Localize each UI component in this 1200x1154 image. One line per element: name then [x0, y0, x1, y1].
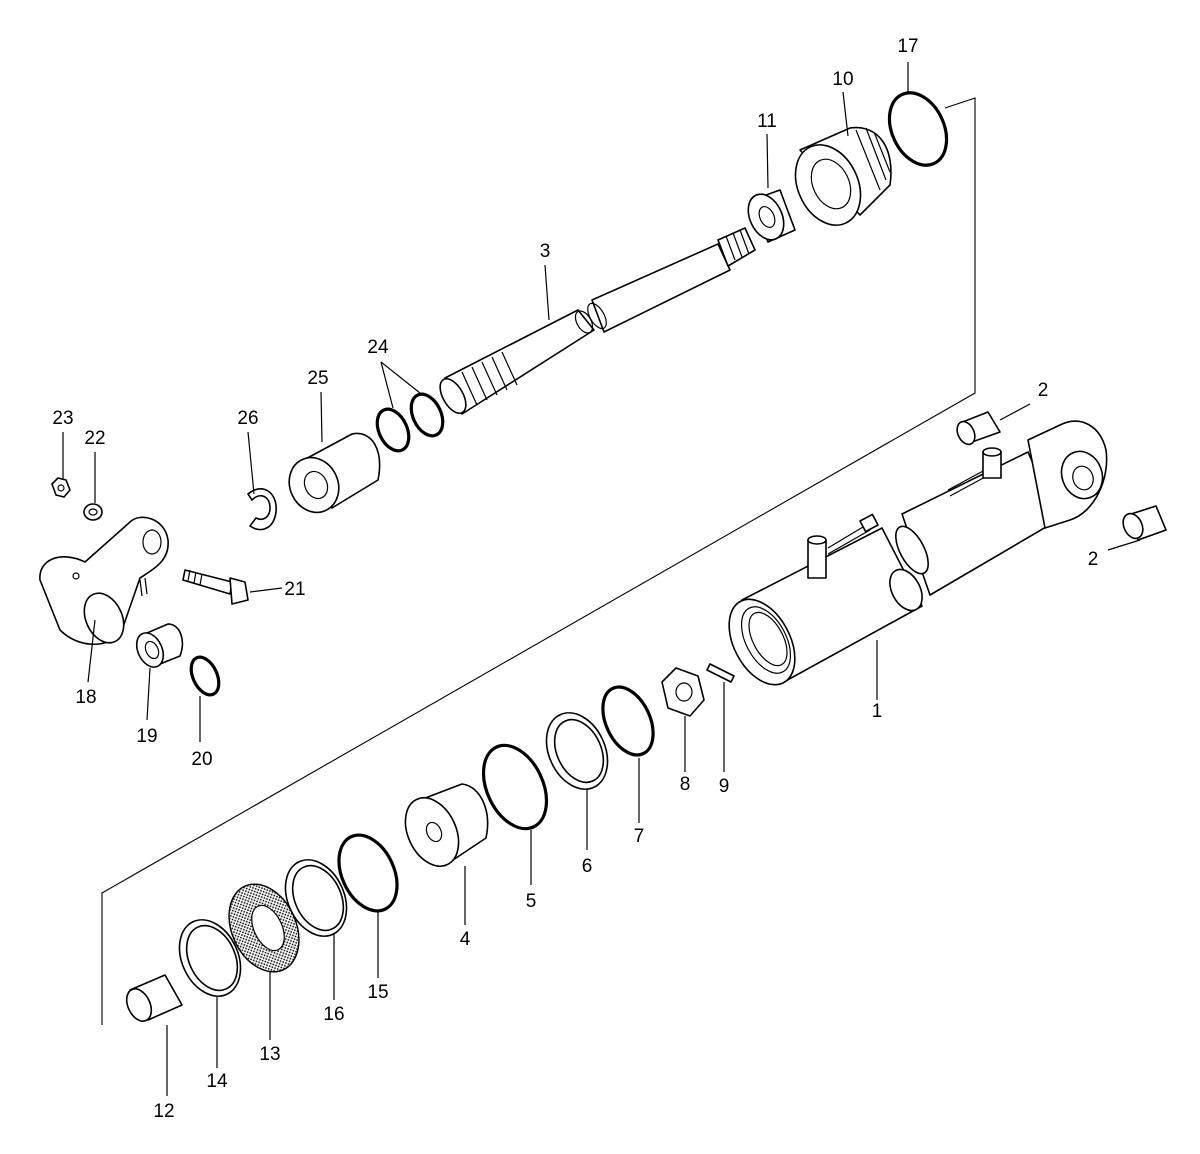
callout-2-upper: 2: [1038, 380, 1049, 401]
part-8-nut: [661, 667, 705, 717]
callout-4: 4: [460, 929, 471, 950]
callout-25: 25: [307, 368, 328, 389]
callout-2-lower: 2: [1088, 549, 1099, 570]
callout-1: 1: [872, 701, 883, 722]
part-13-wiper-seal: [228, 883, 300, 973]
part-20-o-ring: [189, 655, 221, 697]
part-5-o-ring: [481, 743, 549, 831]
part-21-bolt: [182, 569, 249, 605]
callout-10: 10: [832, 69, 853, 90]
part-12-bushing: [125, 974, 183, 1022]
part-14-backup-ring: [178, 919, 242, 997]
part-18-rod-eye: [39, 516, 169, 645]
callout-26: 26: [237, 408, 258, 429]
part-6-wear-ring: [545, 712, 609, 790]
part-3-piston-rod: [439, 227, 756, 415]
part-24-rings: [375, 392, 445, 453]
part-4-piston: [404, 783, 489, 867]
part-11-seal: [747, 189, 796, 243]
callout-labels: 1 2 2 3 4 5 6 7 8 9 10 11 12 13 14 15 16…: [52, 36, 1098, 1122]
callout-8: 8: [680, 774, 691, 795]
part-26-snap-ring: [246, 488, 277, 531]
leader-lines: [62, 62, 1141, 1096]
callout-12: 12: [153, 1101, 174, 1122]
callout-18: 18: [75, 687, 96, 708]
callout-15: 15: [367, 982, 388, 1003]
callout-11: 11: [757, 111, 777, 132]
part-25-sleeve: [288, 432, 381, 514]
part-9-pin: [706, 663, 735, 683]
callout-24: 24: [367, 337, 389, 358]
assembly-frame: [101, 97, 976, 1025]
part-7-o-ring: [601, 685, 655, 757]
callout-22: 22: [84, 428, 105, 449]
part-2-bushing-lower: [1122, 505, 1167, 541]
part-1-cylinder-barrel: [728, 420, 1108, 686]
callout-6: 6: [582, 856, 593, 877]
callout-20: 20: [191, 749, 212, 770]
callout-3: 3: [540, 241, 551, 262]
callout-7: 7: [634, 826, 645, 847]
callout-21: 21: [284, 579, 305, 600]
callout-16: 16: [323, 1004, 344, 1025]
part-16-backup-ring: [284, 859, 348, 937]
part-2-bushing-upper: [956, 411, 1001, 446]
part-17-o-ring: [887, 91, 949, 167]
callout-9: 9: [719, 776, 730, 797]
callout-19: 19: [136, 726, 157, 747]
callout-5: 5: [526, 891, 537, 912]
part-22-washer: [83, 503, 103, 521]
part-10-gland-head: [794, 126, 892, 226]
part-15-o-ring: [337, 833, 399, 913]
callout-17: 17: [897, 36, 918, 57]
callout-13: 13: [259, 1044, 280, 1065]
callout-23: 23: [52, 408, 73, 429]
part-19-bearing: [135, 623, 184, 668]
callout-14: 14: [206, 1071, 228, 1092]
part-23-nut: [51, 477, 71, 498]
